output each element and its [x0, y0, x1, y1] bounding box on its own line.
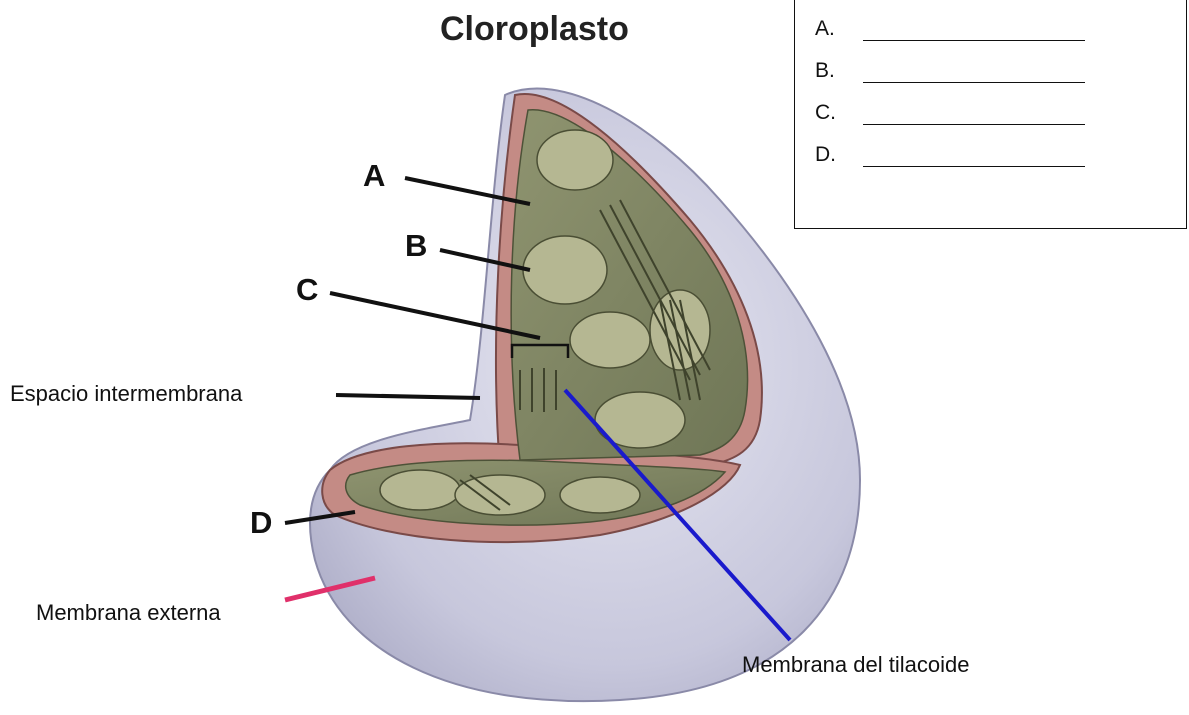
- label-membrana-tilacoide: Membrana del tilacoide: [742, 652, 969, 678]
- answer-letter-a: A.: [815, 17, 835, 41]
- answer-letter-c: C.: [815, 101, 836, 125]
- answer-letter-d: D.: [815, 143, 836, 167]
- answer-blank-c[interactable]: [863, 101, 1085, 125]
- answer-blank-b[interactable]: [863, 59, 1085, 83]
- label-b: B: [405, 228, 427, 264]
- answer-letter-b: B.: [815, 59, 835, 83]
- pointer-line-espacio: [336, 395, 480, 398]
- label-a: A: [363, 158, 385, 194]
- label-d: D: [250, 505, 272, 541]
- answer-blank-d[interactable]: [863, 143, 1085, 167]
- label-c: C: [296, 272, 318, 308]
- answer-box: A. B. C. D.: [794, 0, 1187, 229]
- label-membrana-externa: Membrana externa: [36, 600, 221, 626]
- label-espacio-intermembrana: Espacio intermembrana: [10, 381, 242, 407]
- answer-blank-a[interactable]: [863, 17, 1085, 41]
- diagram-title: Cloroplasto: [440, 10, 629, 49]
